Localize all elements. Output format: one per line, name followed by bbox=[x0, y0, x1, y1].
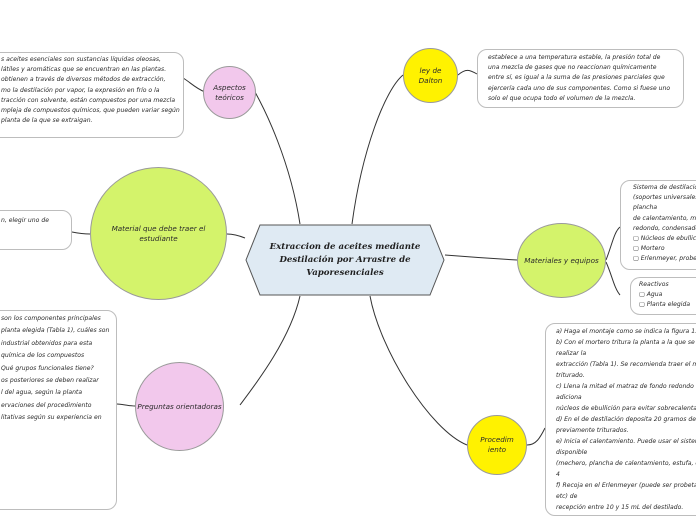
aspectos-text-box[interactable]: s aceites esenciales son sustancias líqu… bbox=[0, 52, 184, 138]
connector-aspectos bbox=[254, 91, 301, 225]
dalton-line: ejercería cada uno de sus componentes. C… bbox=[488, 84, 671, 92]
aspectos-line: mo la destilación por vapor, la expresió… bbox=[1, 86, 160, 94]
aspectos-line: obtienen a través de diversos métodos de… bbox=[1, 76, 166, 84]
materiales-node[interactable]: Materiales y equipos bbox=[517, 223, 606, 298]
central-topic[interactable]: Extraccion de aceites mediante Destilaci… bbox=[245, 224, 445, 296]
connector-preguntas-text bbox=[116, 403, 136, 407]
aspectos-line: tracción con solvente, están compuestos … bbox=[1, 96, 176, 104]
dalton-line: una mezcla de gases que no reaccionan qu… bbox=[488, 64, 657, 72]
material-line: n, elegir uno de bbox=[1, 217, 49, 224]
procedimiento-line: disponible bbox=[556, 449, 588, 456]
aspectos-line: planta de la que se extraigan. bbox=[1, 117, 93, 125]
connector-dalton-text bbox=[457, 69, 478, 76]
equipos-line: (soportes universales bbox=[633, 194, 696, 202]
reactivos-line: ▢ Agua bbox=[639, 291, 663, 299]
dalton-label: ley de bbox=[419, 65, 442, 75]
procedimiento-line: e) Inicia el calentamiento. Puede usar e… bbox=[556, 438, 696, 445]
preguntas-line: Qué grupos funcionales tiene? bbox=[1, 364, 94, 372]
aspectos-label: teóricos bbox=[215, 92, 244, 102]
aspectos-line: mpleja de compuestos químicos, que puede… bbox=[1, 107, 180, 115]
preguntas-label: Preguntas orientadoras bbox=[137, 401, 222, 411]
procedimiento-line: previamente triturados. bbox=[556, 427, 629, 434]
connector-aspectos-text bbox=[182, 77, 206, 93]
connector-materiales bbox=[444, 254, 518, 261]
connector-material-text bbox=[71, 231, 91, 235]
preguntas-line: os posteriores se deben realizar bbox=[1, 377, 99, 385]
connector-reactivos bbox=[605, 261, 621, 296]
equipos-line: ▢ Erlenmeyer, probe bbox=[633, 255, 696, 263]
reactivos-line: Reactivos bbox=[639, 281, 669, 288]
equipos-line: Sistema de destilación bbox=[633, 184, 696, 191]
equipos-text-box[interactable]: Sistema de destilación (soportes univers… bbox=[620, 180, 696, 270]
connector-procedimiento-text bbox=[526, 427, 546, 446]
connector-preguntas bbox=[239, 295, 301, 406]
procedimiento-line: extracción (Tabla 1). Se recomienda trae… bbox=[556, 361, 696, 368]
connector-equipos bbox=[605, 226, 621, 261]
connector-procedimiento bbox=[369, 295, 468, 446]
procedimiento-line: adiciona bbox=[556, 394, 582, 401]
dalton-line: entre sí, es igual a la suma de las pres… bbox=[488, 74, 665, 82]
connector-dalton bbox=[351, 74, 404, 225]
central-title: Extraccion de aceites mediante Destilaci… bbox=[269, 241, 421, 278]
aspectos-label: Aspectos bbox=[213, 82, 246, 92]
aspectos-node[interactable]: Aspectos teóricos bbox=[203, 66, 256, 119]
aspectos-line: s aceites esenciales son sustancias líqu… bbox=[1, 56, 161, 63]
procedimiento-label: Procedim bbox=[480, 435, 514, 444]
dalton-label: Dalton bbox=[418, 75, 443, 85]
material-label: Material que debe traer el estudiante bbox=[111, 223, 206, 243]
equipos-line: redondo, condensador bbox=[633, 224, 696, 232]
materiales-label: Materiales y equipos bbox=[524, 255, 599, 265]
preguntas-line: litativas según su experiencia en bbox=[1, 414, 102, 422]
procedimiento-line: núcleos de ebullición para evitar sobrec… bbox=[556, 405, 696, 412]
dalton-line: solo el que ocupa todo el volumen de la … bbox=[488, 94, 636, 102]
equipos-line: de calentamiento, ma bbox=[633, 214, 696, 222]
reactivos-text-box[interactable]: Reactivos ▢ Agua ▢ Planta elegida bbox=[630, 277, 696, 315]
preguntas-line: ervaciones del procedimiento bbox=[1, 401, 92, 409]
preguntas-text-box[interactable]: son los componentes principales planta e… bbox=[0, 310, 117, 510]
central-hexagon bbox=[245, 224, 445, 296]
aspectos-line: látiles y aromáticas que se encuentran e… bbox=[1, 66, 167, 74]
procedimiento-line: b) Con el mortero tritura la planta a la… bbox=[556, 339, 695, 346]
preguntas-line: industrial obtenidos para esta bbox=[1, 339, 93, 347]
reactivos-line: ▢ Planta elegida bbox=[639, 301, 691, 309]
preguntas-line: química de los compuestos bbox=[1, 352, 85, 360]
preguntas-line: l del agua, según la planta bbox=[1, 389, 83, 397]
procedimiento-line: d) En el de destilación deposita 20 gram… bbox=[556, 416, 696, 423]
procedimiento-line: realizar la bbox=[556, 350, 587, 357]
dalton-text-box[interactable]: establece a una temperatura estable, la … bbox=[477, 49, 684, 108]
material-node[interactable]: Material que debe traer el estudiante bbox=[90, 167, 227, 300]
equipos-line: ▢ Núcleos de ebullici bbox=[633, 235, 696, 243]
preguntas-line: son los componentes principales bbox=[1, 315, 101, 322]
procedimiento-line: c) Llena la mitad el matraz de fondo red… bbox=[556, 383, 694, 390]
procedimiento-node[interactable]: Procedim iento bbox=[467, 415, 527, 475]
procedimiento-line: 4 bbox=[556, 471, 560, 478]
procedimiento-label: iento bbox=[487, 445, 507, 454]
procedimiento-text-box[interactable]: a) Haga el montaje como se indica la fig… bbox=[545, 323, 696, 516]
procedimiento-line: (mechero, plancha de calentamiento, estu… bbox=[556, 460, 696, 467]
dalton-node[interactable]: ley de Dalton bbox=[403, 48, 458, 103]
material-text-box[interactable]: n, elegir uno de bbox=[0, 210, 72, 250]
preguntas-line: planta elegida (Tabla 1), cuáles son bbox=[1, 327, 110, 335]
connector-material bbox=[226, 233, 246, 239]
dalton-line: establece a una temperatura estable, la … bbox=[488, 54, 661, 61]
preguntas-node[interactable]: Preguntas orientadoras bbox=[135, 362, 224, 451]
procedimiento-line: triturado. bbox=[556, 372, 585, 379]
equipos-line: plancha bbox=[633, 204, 658, 212]
procedimiento-line: a) Haga el montaje como se indica la fig… bbox=[556, 328, 696, 335]
equipos-line: ▢ Mortero bbox=[633, 245, 665, 253]
procedimiento-line: recepción entre 10 y 15 mL del destilado… bbox=[556, 504, 684, 511]
procedimiento-line: etc) de bbox=[556, 493, 578, 500]
procedimiento-line: f) Recoja en el Erlenmeyer (puede ser pr… bbox=[556, 482, 696, 489]
